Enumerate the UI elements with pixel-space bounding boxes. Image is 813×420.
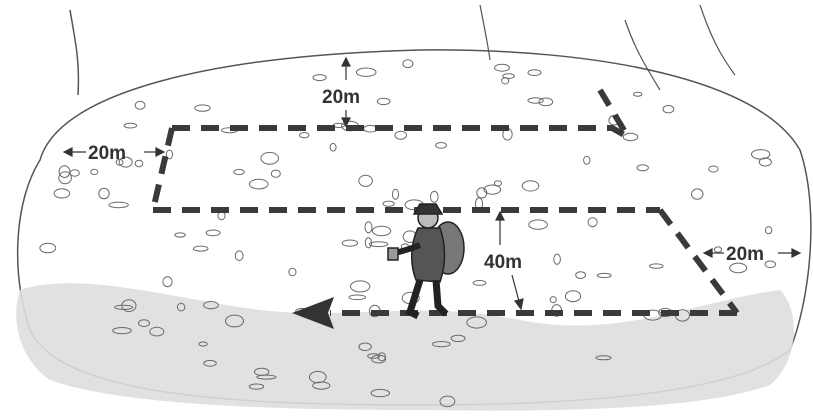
right-gap-label: 20m [726, 244, 764, 265]
middle-gap-label: 40m [484, 252, 522, 273]
hiker-clipboard [388, 248, 398, 260]
tree-trunk-left [70, 10, 78, 95]
tree-trunk-right2 [700, 5, 735, 75]
forest-floor [16, 5, 811, 411]
left-gap-label: 20m [88, 143, 126, 164]
hiker-body [412, 228, 445, 282]
top-gap-label: 20m [322, 87, 360, 108]
